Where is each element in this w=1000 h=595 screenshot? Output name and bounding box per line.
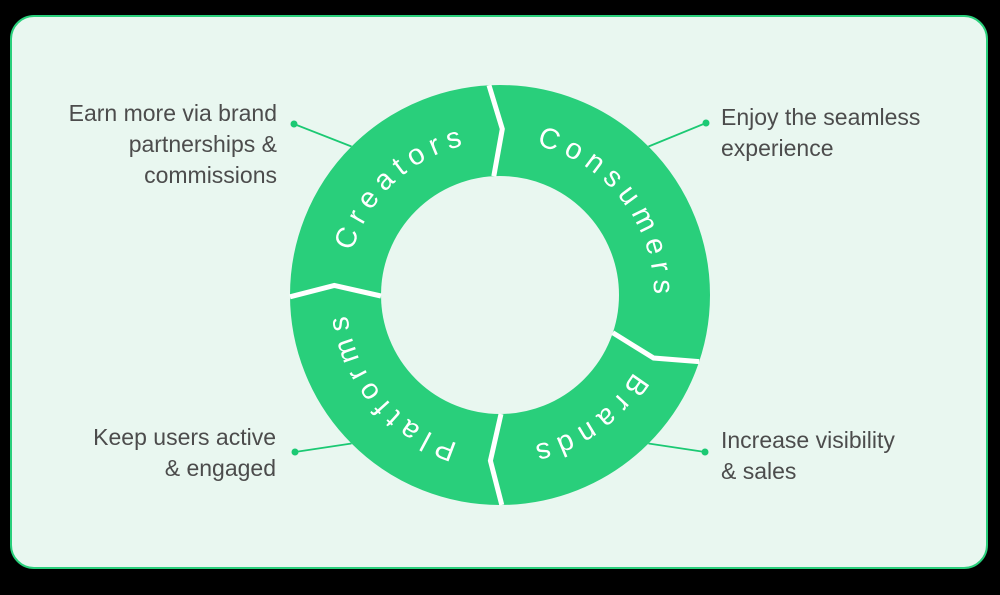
segment-arrow-left-icon [289,282,382,300]
segment-arrow-bottom-icon [487,413,505,506]
connector-dot-top-left [290,120,298,128]
connector-line-bottom-left [294,442,352,453]
segment-arrow-right-icon [611,330,700,365]
annotation-creators: Earn more via brand partnerships & commi… [68,100,277,188]
segment-arrow-top-icon [486,84,505,177]
connector-line-top-left [293,123,352,148]
connector-dot-bottom-right [701,448,709,456]
connector-line-top-right [648,122,707,148]
connector-dot-bottom-left [291,448,299,456]
annotation-platforms: Keep users active & engaged [93,424,276,481]
annotation-consumers: Enjoy the seamless experience [721,104,921,161]
annotation-brands: Increase visibility & sales [721,427,895,484]
connector-line-bottom-right [648,442,706,453]
connector-dot-top-right [702,119,710,127]
